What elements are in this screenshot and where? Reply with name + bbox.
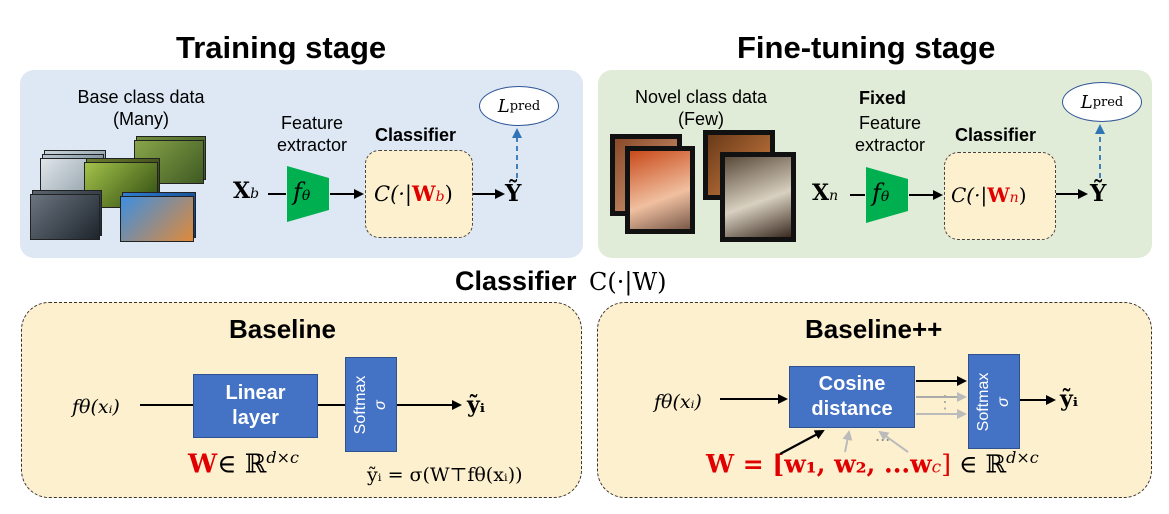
finetune-output-y: Ỹ: [1090, 180, 1107, 207]
training-classifier-expr: C(·|Wb): [374, 181, 453, 206]
base-class-image-stacks: [30, 130, 220, 245]
baselinepp-weight: W = [w₁, w₂, ...wc] ∈ ℝd×c: [706, 448, 1039, 479]
baseline-formula: ỹᵢ = σ(W⊤fθ(xᵢ)): [367, 464, 523, 486]
finetune-classifier-expr: C(·|Wn): [951, 183, 1027, 207]
baselinepp-title: Baseline++: [805, 314, 943, 344]
novel-class-photos: [607, 130, 807, 248]
baseline-output: ỹᵢ: [467, 392, 486, 418]
baselinepp-input: fθ(xᵢ): [654, 391, 702, 413]
classifier-heading-expr: C(·|W): [589, 268, 667, 296]
training-input-xb: Xb: [233, 178, 260, 204]
training-feature-extractor: fθ: [287, 166, 329, 222]
baseline-weight: W∈ ℝd×c: [188, 448, 299, 480]
finetune-classifier-box: C(·|Wn): [944, 152, 1056, 240]
training-stage-title: Training stage: [176, 30, 387, 65]
classifier-heading-word: Classifier: [455, 266, 577, 296]
finetune-input-xn: Xn: [812, 180, 839, 206]
training-feature-extractor-label: Feature extractor: [276, 113, 348, 155]
training-classifier-label: Classifier: [375, 125, 457, 145]
training-output-y: Ỹ: [505, 180, 522, 207]
finetune-feature-extractor-label: Feature extractor: [854, 113, 926, 155]
baseline-title: Baseline: [229, 314, 336, 344]
finetune-feature-extractor: fθ: [866, 167, 908, 223]
classifier-heading: Classifier C(·|W): [455, 266, 667, 297]
finetune-classifier-label: Classifier: [955, 125, 1037, 145]
fixed-label: Fixed: [859, 88, 907, 108]
training-classifier-box: C(·|Wb): [365, 150, 473, 238]
novel-class-data-label: Novel class data (Few): [634, 87, 768, 129]
finetuning-stage-title: Fine-tuning stage: [737, 30, 996, 65]
base-class-data-label: Base class data (Many): [77, 87, 205, 129]
baselinepp-output: ỹᵢ: [1060, 386, 1079, 412]
baseline-input: fθ(xᵢ): [72, 396, 120, 418]
